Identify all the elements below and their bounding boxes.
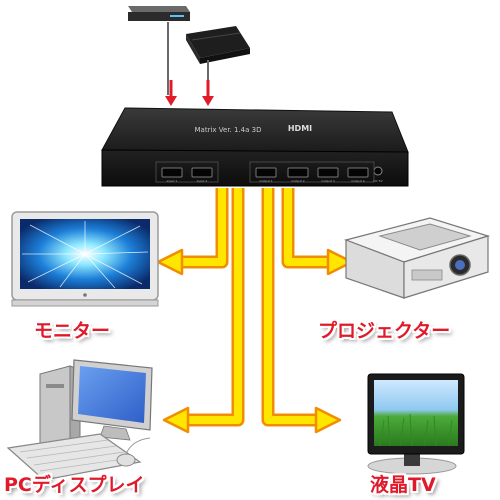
hdmi-matrix-switch <box>101 107 409 187</box>
output-port-1 <box>255 167 277 178</box>
device-model: Matrix Ver. 1.4a 3D <box>195 126 262 134</box>
input-arrow <box>202 80 214 106</box>
lcd-tv-icon <box>367 373 465 475</box>
output-port-2 <box>287 167 309 178</box>
arrowhead-projector <box>326 248 354 276</box>
arrowhead-pc-display <box>162 406 190 434</box>
output-port-label: Output 2 <box>291 179 304 183</box>
input-port-2 <box>191 167 213 178</box>
monitor-icon <box>11 211 159 307</box>
label-lcd-tv: 液晶TV <box>370 474 436 496</box>
game-console-icon <box>186 26 250 64</box>
power-jack <box>373 166 383 176</box>
label-pc-display: PCディスプレイ <box>4 474 145 496</box>
arrowhead-lcd-tv <box>314 406 342 434</box>
output-port-label: Output 3 <box>321 179 334 183</box>
pc-display-icon <box>6 359 153 481</box>
arrowhead-monitor <box>156 248 184 276</box>
input-port-1 <box>161 167 183 178</box>
output-port-4 <box>347 167 369 178</box>
output-arrows <box>180 188 330 427</box>
output-port-label: Output 1 <box>259 179 272 183</box>
device-brand: HDMI <box>288 124 312 133</box>
input-port-label: Input 2 <box>197 179 208 183</box>
label-monitor: モニター <box>34 320 111 342</box>
power-label: DC 5V <box>373 179 383 183</box>
output-port-label: Output 4 <box>351 179 364 183</box>
dvd-player-icon <box>128 6 190 21</box>
label-projector: プロジェクター <box>318 320 451 342</box>
input-arrow <box>165 80 177 106</box>
input-port-label: Input 1 <box>167 179 178 183</box>
output-port-3 <box>317 167 339 178</box>
projector-icon <box>344 217 491 299</box>
